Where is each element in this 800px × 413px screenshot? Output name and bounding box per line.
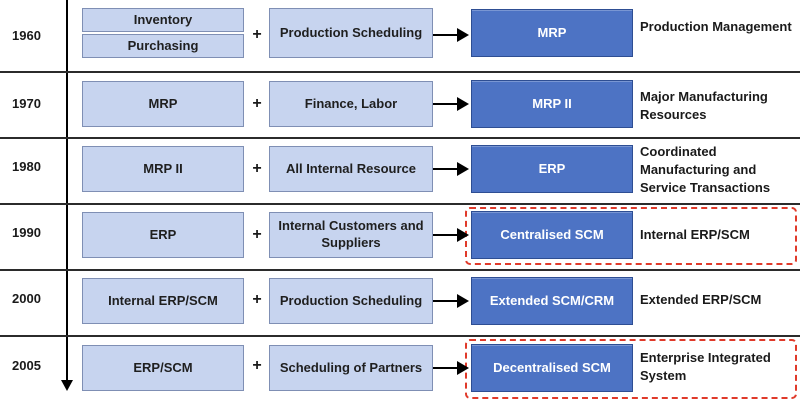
result-description: Internal ERP/SCM	[640, 227, 750, 242]
arrow-right-icon	[433, 361, 469, 375]
plus-sign: +	[252, 357, 262, 374]
addition-box: Scheduling of Partners	[269, 345, 433, 391]
result-box: ERP	[471, 145, 633, 193]
result-description: Coordinated Manufacturing and Service Tr…	[640, 144, 771, 195]
result-description: Production Management	[640, 19, 792, 34]
input-box: ERP	[82, 212, 244, 258]
timeline-line	[66, 0, 68, 382]
plus-sign: +	[252, 95, 262, 112]
row-separator	[0, 71, 800, 73]
result-box: Decentralised SCM	[471, 344, 633, 392]
result-box: Centralised SCM	[471, 211, 633, 259]
row-separator	[0, 335, 800, 337]
addition-box: Internal Customers and Suppliers	[269, 212, 433, 258]
arrow-right-icon	[433, 228, 469, 242]
row-separator	[0, 137, 800, 139]
year-label: 2000	[12, 291, 41, 306]
result-description: Extended ERP/SCM	[640, 292, 762, 307]
result-description: Enterprise Integrated System	[640, 350, 771, 383]
plus-sign: +	[252, 160, 262, 177]
plus-sign: +	[252, 226, 262, 243]
input-box-purchasing: Purchasing	[82, 34, 244, 58]
row-separator	[0, 203, 800, 205]
arrow-right-icon	[433, 294, 469, 308]
result-box: Extended SCM/CRM	[471, 277, 633, 325]
arrow-right-icon	[433, 162, 469, 176]
input-box: MRP	[82, 81, 244, 127]
plus-sign: +	[252, 291, 262, 308]
arrow-right-icon	[433, 97, 469, 111]
addition-box: All Internal Resource	[269, 146, 433, 192]
addition-box: Production Scheduling	[269, 278, 433, 324]
input-box: MRP II	[82, 146, 244, 192]
input-box: ERP/SCM	[82, 345, 244, 391]
year-label: 2005	[12, 358, 41, 373]
addition-box: Production Scheduling	[269, 8, 433, 58]
arrow-right-icon	[433, 28, 469, 42]
row-separator	[0, 269, 800, 271]
result-description: Major Manufacturing Resources	[640, 89, 768, 122]
addition-box: Finance, Labor	[269, 81, 433, 127]
timeline-arrow-icon	[61, 380, 73, 391]
input-box: Internal ERP/SCM	[82, 278, 244, 324]
year-label: 1970	[12, 96, 41, 111]
year-label: 1960	[12, 28, 41, 43]
year-label: 1990	[12, 225, 41, 240]
year-label: 1980	[12, 159, 41, 174]
plus-sign: +	[252, 26, 262, 43]
result-box: MRP	[471, 9, 633, 57]
result-box: MRP II	[471, 80, 633, 128]
input-box-inventory: Inventory	[82, 8, 244, 32]
